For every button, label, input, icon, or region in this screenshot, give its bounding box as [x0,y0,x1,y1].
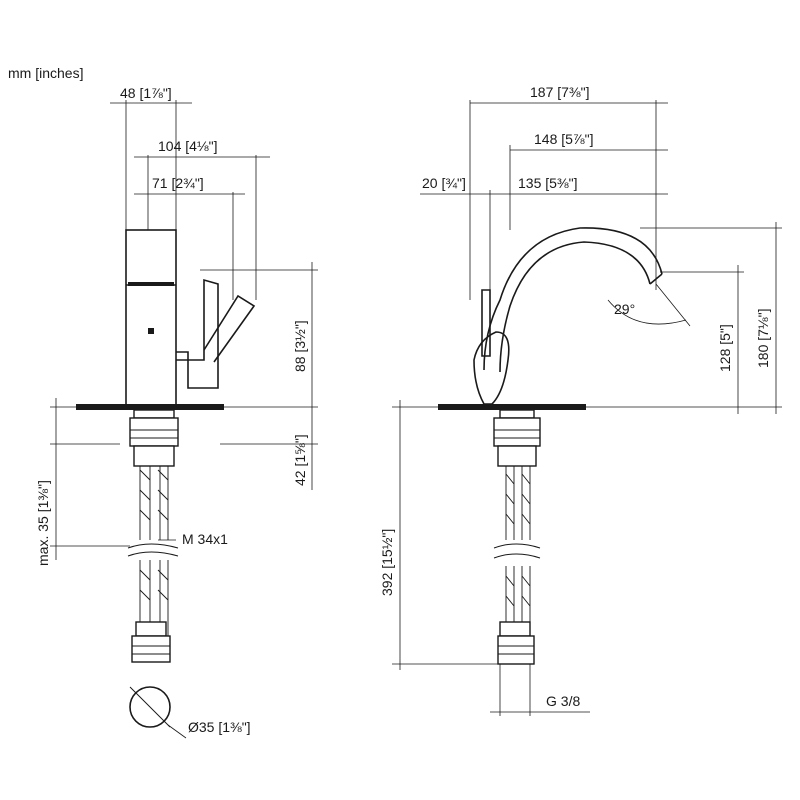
dim-max35: max. 35 [1⅜"] [35,480,51,566]
dim-88: 88 [3½"] [292,320,308,372]
dim-20: 20 [¾"] [422,175,466,191]
dim-71: 71 [2¾"] [152,175,204,191]
units-label: mm [inches] [8,65,83,81]
front-view: 187 [7⅜"] 148 [5⅞"] 20 [¾"] 135 [5⅜"] 12… [379,84,782,716]
thread-label: M 34x1 [182,531,228,547]
dim-128: 128 [5"] [717,324,733,372]
dim-187: 187 [7⅜"] [530,84,589,100]
hole-diameter: Ø35 [1⅜"] [188,719,251,735]
dim-135: 135 [5⅜"] [518,175,577,191]
side-view: 48 [1⅞"] 104 [4⅛"] 71 [2¾"] 88 [3½"] 42 … [35,85,318,739]
dim-180: 180 [7⅛"] [755,309,771,368]
angle-label: 29° [614,301,635,317]
dim-48: 48 [1⅞"] [120,85,172,101]
connection-label: G 3/8 [546,693,580,709]
dim-104: 104 [4⅛"] [158,138,217,154]
dim-148: 148 [5⅞"] [534,131,593,147]
dim-42: 42 [1⅝"] [292,434,308,486]
dim-392: 392 [15½"] [379,529,395,596]
